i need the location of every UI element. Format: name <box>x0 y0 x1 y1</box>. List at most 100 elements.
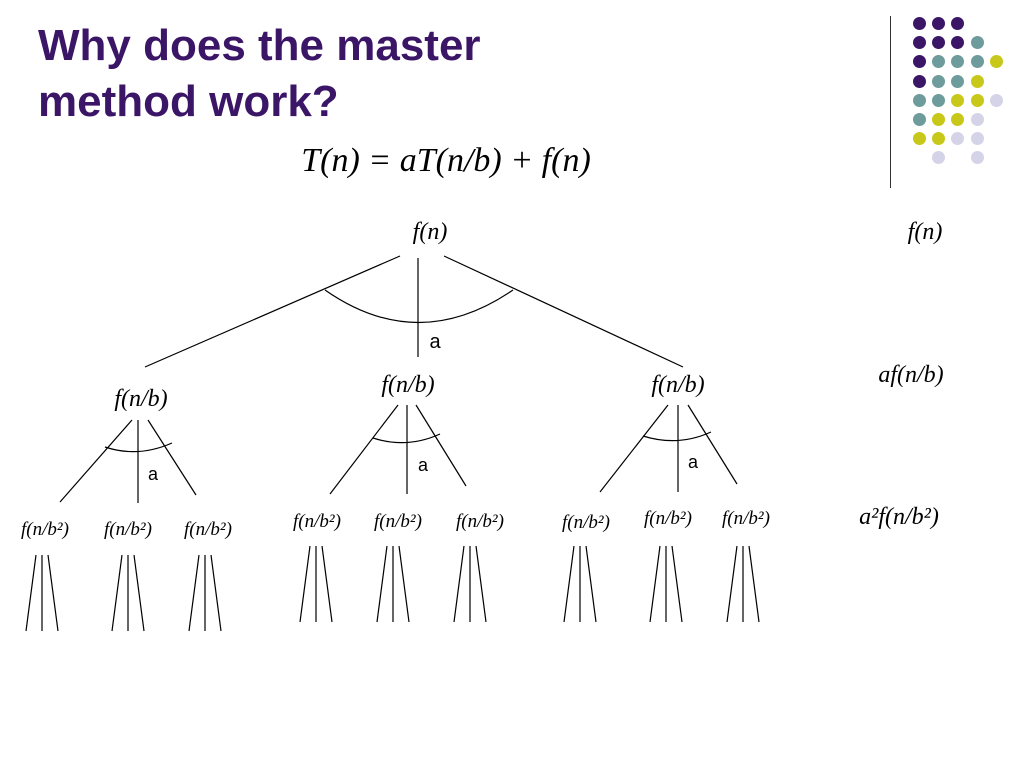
fanout-edge <box>726 545 738 623</box>
fanout-edge <box>585 545 597 623</box>
decorative-dot <box>932 17 946 30</box>
decorative-dot <box>932 55 946 69</box>
level1-left-edges <box>59 419 197 503</box>
fanout-edge <box>748 545 760 623</box>
decorative-dot <box>932 113 946 126</box>
level2-node: f(n/b²) <box>722 508 770 529</box>
fanout-edge <box>299 545 311 623</box>
slide-title-line1: Why does the master <box>38 21 481 70</box>
decorative-dot <box>951 74 965 88</box>
level2-node: f(n/b²) <box>293 511 341 532</box>
decorative-dot <box>989 55 1003 69</box>
branch-arc <box>372 433 441 444</box>
level2-fanout-group <box>299 545 333 623</box>
root-edge-right <box>443 255 684 368</box>
level2-fanout-group <box>453 545 487 623</box>
decorative-dot <box>951 17 965 30</box>
root-edges <box>144 255 684 368</box>
fanout-edge <box>321 545 333 623</box>
decorative-dot <box>970 132 984 146</box>
decorative-dot <box>970 113 984 126</box>
decorative-dot <box>970 93 984 107</box>
root-branch-arc <box>324 289 514 323</box>
fanout-edge <box>47 554 59 632</box>
decorative-dot <box>951 55 965 69</box>
decorative-dot <box>970 55 984 69</box>
decorative-dot <box>913 113 926 126</box>
level-cost-1: af(n/b) <box>878 362 943 388</box>
level-cost-2: a²f(n/b²) <box>859 504 939 530</box>
edge <box>59 419 133 503</box>
decorative-dot <box>951 36 965 50</box>
decorative-dot <box>951 113 965 126</box>
decorative-dot <box>951 93 965 107</box>
level2-fanout-group <box>25 554 59 632</box>
edge <box>687 404 738 485</box>
recurrence-formula: T(n) = aT(n/b) + f(n) <box>301 142 591 179</box>
fanout-edge <box>376 545 388 623</box>
edge <box>415 404 467 487</box>
decorative-dot <box>932 151 946 165</box>
level2-node: f(n/b²) <box>562 512 610 533</box>
level2-node: f(n/b²) <box>456 511 504 532</box>
level-cost-0: f(n) <box>908 219 943 245</box>
level1-right-edges <box>599 404 738 493</box>
branch-arc <box>104 442 173 453</box>
fanout-edge <box>188 554 200 632</box>
level2-node: f(n/b²) <box>184 519 232 540</box>
level2-fanout-edges <box>25 545 760 632</box>
title-divider-rule <box>890 16 891 188</box>
decorative-dot <box>970 74 984 88</box>
level2-nodes: f(n/b²) f(n/b²) f(n/b²) f(n/b²) f(n/b²) … <box>21 508 770 540</box>
decorative-dot <box>913 132 926 146</box>
fanout-edge <box>25 554 37 632</box>
decorative-dot <box>913 17 926 30</box>
level1-middle-branch-label: a <box>418 455 429 475</box>
fanout-edge <box>649 545 661 623</box>
level1-node-right: f(n/b) <box>651 372 704 398</box>
level2-node: f(n/b²) <box>374 511 422 532</box>
level1-middle-edges <box>329 404 467 495</box>
level-cost-column: f(n) af(n/b) a²f(n/b²) <box>859 219 944 530</box>
edge <box>599 404 669 493</box>
decorative-dot <box>970 36 984 50</box>
level1-node-left: f(n/b) <box>114 386 167 412</box>
slide-title-line2: method work? <box>38 77 339 126</box>
decorative-dot <box>913 36 926 50</box>
edge <box>329 404 399 495</box>
level1-node-middle: f(n/b) <box>381 372 434 398</box>
level2-node: f(n/b²) <box>104 519 152 540</box>
fanout-edge <box>453 545 465 623</box>
edge <box>147 419 197 496</box>
level2-node: f(n/b²) <box>644 508 692 529</box>
level2-node: f(n/b²) <box>21 519 69 540</box>
decorative-dot <box>913 93 926 107</box>
slide-title: Why does the master method work? <box>38 18 598 130</box>
level2-fanout-group <box>563 545 597 623</box>
branch-arc <box>642 431 712 442</box>
fanout-edge <box>210 554 222 632</box>
level2-fanout-group <box>726 545 760 623</box>
fanout-edge <box>398 545 410 623</box>
root-branch-count-label: a <box>429 331 441 353</box>
tree-root-node: f(n) <box>413 219 448 245</box>
decorative-dot <box>913 55 926 69</box>
decorative-dot <box>913 74 926 88</box>
root-edge-left <box>144 255 401 368</box>
fanout-edge <box>111 554 123 632</box>
fanout-edge <box>475 545 487 623</box>
fanout-edge <box>671 545 683 623</box>
decorative-dot <box>932 93 946 107</box>
level2-fanout-group <box>188 554 222 632</box>
fanout-edge <box>563 545 575 623</box>
decorative-dot <box>932 36 946 50</box>
level1-right-branch-label: a <box>688 452 699 472</box>
level1-left-branch-label: a <box>148 464 159 484</box>
decorative-dot <box>932 132 946 146</box>
decorative-dot <box>932 74 946 88</box>
level2-fanout-group <box>111 554 145 632</box>
level2-fanout-group <box>376 545 410 623</box>
decorative-dot <box>970 151 984 165</box>
